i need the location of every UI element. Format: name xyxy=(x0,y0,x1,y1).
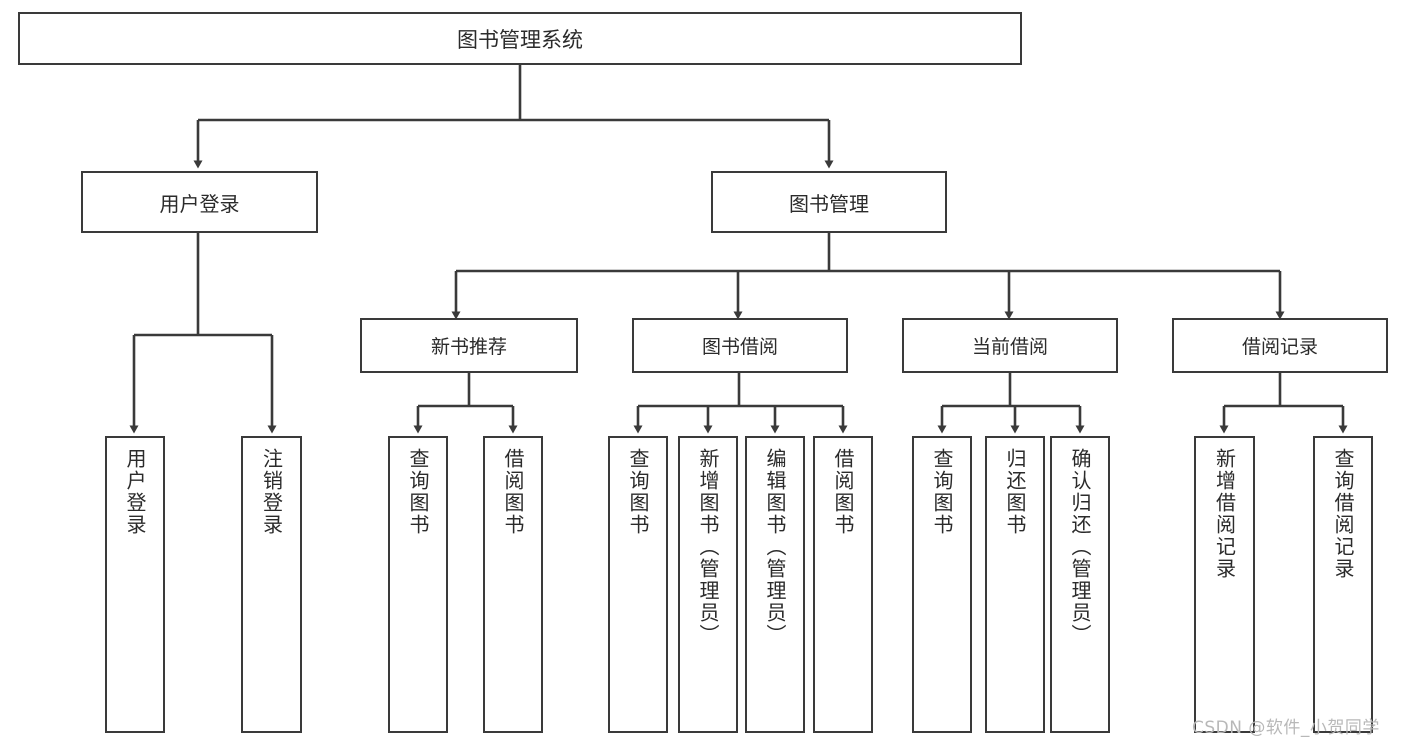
leaf-edit-book-admin-label: 编辑图书（管理员） xyxy=(763,448,787,646)
node-new-book-recommend[interactable]: 新书推荐 xyxy=(360,318,578,373)
leaf-user-login-label: 用户登录 xyxy=(123,448,147,536)
node-user-login[interactable]: 用户登录 xyxy=(81,171,318,233)
watermark: CSDN @软件_小贺同学 xyxy=(1192,713,1380,738)
leaf-query-book-borrow[interactable]: 查询图书 xyxy=(608,436,668,733)
leaf-logout-label: 注销登录 xyxy=(259,448,284,536)
node-current-borrow[interactable]: 当前借阅 xyxy=(902,318,1118,373)
leaf-confirm-return-admin-label: 确认归还（管理员） xyxy=(1068,448,1092,646)
leaf-user-login[interactable]: 用户登录 xyxy=(105,436,165,733)
leaf-query-book-current-label: 查询图书 xyxy=(930,448,954,536)
node-book-borrow-label: 图书借阅 xyxy=(701,336,778,358)
leaf-query-book-recommend[interactable]: 查询图书 xyxy=(388,436,448,733)
node-root[interactable]: 图书管理系统 xyxy=(18,12,1022,65)
leaf-query-book-borrow-label: 查询图书 xyxy=(626,448,650,536)
node-book-management[interactable]: 图书管理 xyxy=(711,171,947,233)
node-borrow-record-label: 借阅记录 xyxy=(1241,336,1318,358)
watermark-text: CSDN @软件_小贺同学 xyxy=(1192,718,1380,738)
leaf-query-book-current[interactable]: 查询图书 xyxy=(912,436,972,733)
leaf-borrow-book-recommend-label: 借阅图书 xyxy=(501,448,525,536)
leaf-add-borrow-record[interactable]: 新增借阅记录 xyxy=(1194,436,1255,733)
leaf-borrow-book-recommend[interactable]: 借阅图书 xyxy=(483,436,543,733)
leaf-query-borrow-record[interactable]: 查询借阅记录 xyxy=(1313,436,1373,733)
leaf-query-borrow-record-label: 查询借阅记录 xyxy=(1331,448,1355,580)
node-current-borrow-label: 当前借阅 xyxy=(971,336,1048,358)
node-root-label: 图书管理系统 xyxy=(457,27,583,52)
node-borrow-record[interactable]: 借阅记录 xyxy=(1172,318,1388,373)
leaf-add-borrow-record-label: 新增借阅记录 xyxy=(1212,448,1237,580)
leaf-confirm-return-admin[interactable]: 确认归还（管理员） xyxy=(1050,436,1110,733)
leaf-edit-book-admin[interactable]: 编辑图书（管理员） xyxy=(745,436,805,733)
node-book-management-label: 图书管理 xyxy=(789,191,869,216)
node-user-login-label: 用户登录 xyxy=(159,191,240,216)
node-book-borrow[interactable]: 图书借阅 xyxy=(632,318,848,373)
node-new-book-recommend-label: 新书推荐 xyxy=(430,336,507,358)
leaf-return-book-label: 归还图书 xyxy=(1003,448,1027,536)
leaf-query-book-recommend-label: 查询图书 xyxy=(406,448,430,536)
leaf-return-book[interactable]: 归还图书 xyxy=(985,436,1045,733)
leaf-borrow-book[interactable]: 借阅图书 xyxy=(813,436,873,733)
leaf-logout[interactable]: 注销登录 xyxy=(241,436,302,733)
leaf-add-book-admin-label: 新增图书（管理员） xyxy=(696,448,720,646)
leaf-add-book-admin[interactable]: 新增图书（管理员） xyxy=(678,436,738,733)
leaf-borrow-book-label: 借阅图书 xyxy=(831,448,855,536)
